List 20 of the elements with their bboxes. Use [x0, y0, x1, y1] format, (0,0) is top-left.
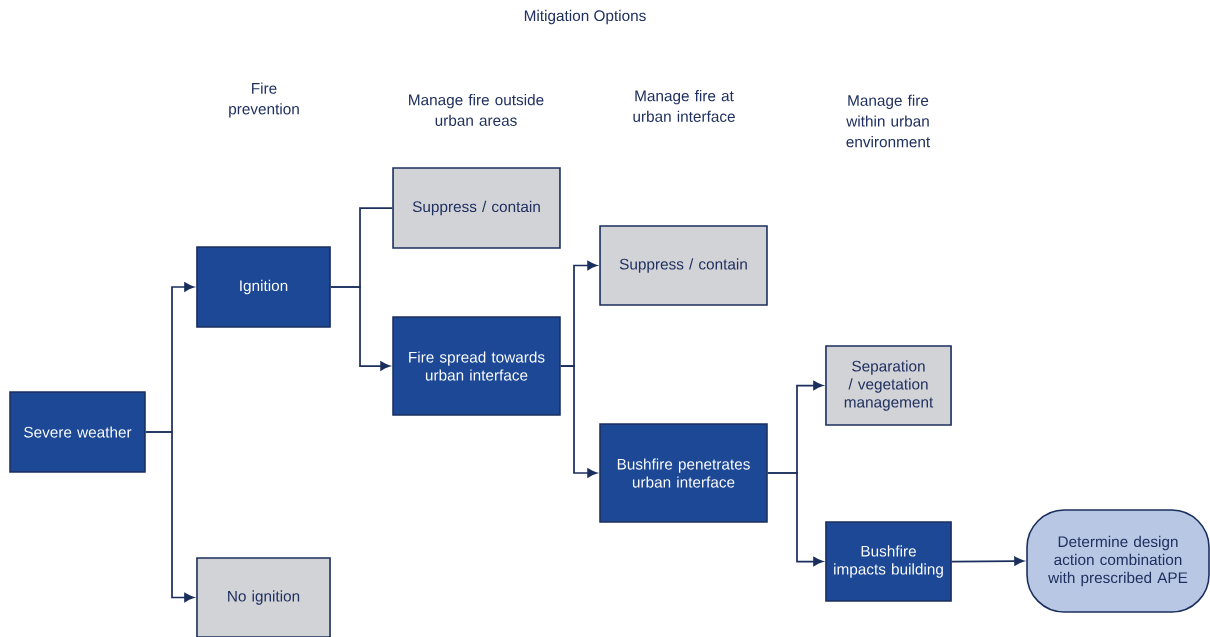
outcome-box: Suppress / contain [392, 167, 561, 249]
terminal-box: Determine design action combination with prescribed APE [1026, 509, 1210, 613]
process-box: Bushfire impacts building [825, 521, 952, 602]
connector-arrow [329, 286, 391, 371]
process-box: Bushfire penetrates urban interface [599, 423, 768, 523]
connector-arrow [559, 365, 598, 478]
column-heading: Fire prevention [229, 82, 299, 118]
connector-arrow [144, 431, 194, 603]
outcome-box: No ignition [196, 557, 331, 637]
outcome-box: Separation / vegetation management [825, 345, 952, 426]
process-box: Severe weather [9, 391, 146, 473]
process-box: Fire spread towards urban interface [392, 316, 561, 416]
connector-arrow [766, 472, 823, 567]
connector-arrow [950, 556, 1025, 566]
column-heading: Manage fire at urban interface [633, 90, 735, 122]
process-box: Ignition [196, 246, 331, 328]
diagram-title: Mitigation Options [524, 9, 646, 25]
column-heading: Manage fire outside urban areas [409, 94, 544, 126]
column-heading: Manage fire within urban environment [846, 94, 931, 148]
outcome-box: Suppress / contain [599, 225, 768, 306]
